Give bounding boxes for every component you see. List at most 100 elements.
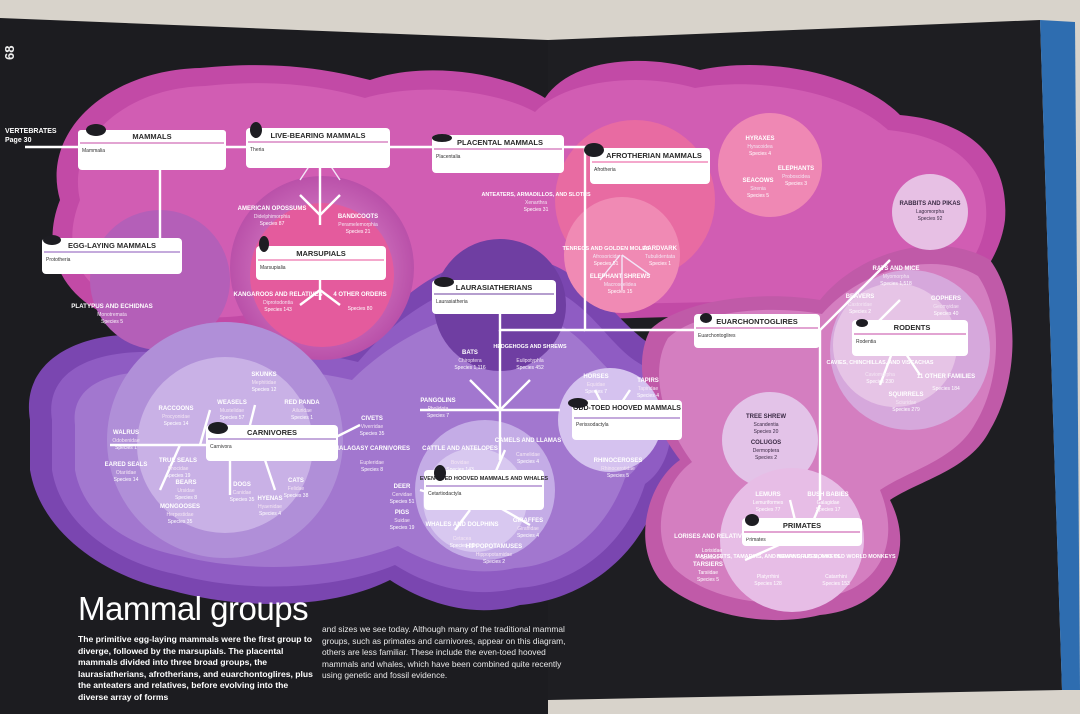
svg-text:Species 143: Species 143 bbox=[446, 467, 474, 473]
svg-text:AARDVARK: AARDVARK bbox=[643, 246, 678, 252]
svg-text:Hyracoidea: Hyracoidea bbox=[747, 144, 773, 150]
platypus-icon bbox=[43, 235, 61, 245]
svg-text:4 OTHER ORDERS: 4 OTHER ORDERS bbox=[333, 292, 386, 298]
svg-text:DEER: DEER bbox=[394, 484, 411, 490]
svg-text:Species 2: Species 2 bbox=[849, 309, 871, 315]
svg-text:Rhinocerotidae: Rhinocerotidae bbox=[601, 466, 635, 472]
svg-text:Species 279: Species 279 bbox=[892, 407, 920, 413]
svg-text:LAURASIATHERIANS: LAURASIATHERIANS bbox=[456, 283, 533, 292]
svg-text:Didelphimorphia: Didelphimorphia bbox=[254, 214, 290, 220]
antelope-icon bbox=[434, 465, 446, 481]
svg-text:Species 1: Species 1 bbox=[115, 445, 137, 451]
group-label-primates: PRIMATES Primates bbox=[742, 518, 862, 546]
svg-text:Bovidae: Bovidae bbox=[451, 460, 469, 466]
svg-text:MONGOOSES: MONGOOSES bbox=[160, 504, 200, 510]
group-label-marsupials: MARSUPIALS Marsupialia bbox=[256, 246, 386, 280]
group-label-egg-laying: EGG-LAYING MAMMALS Prototheria bbox=[42, 238, 182, 274]
svg-text:Species 35: Species 35 bbox=[168, 519, 193, 525]
hyrax-elephant-bubble bbox=[718, 113, 822, 217]
svg-text:TRUE SEALS: TRUE SEALS bbox=[159, 458, 197, 464]
svg-text:Hyaenidae: Hyaenidae bbox=[258, 504, 282, 510]
svg-text:Species 5: Species 5 bbox=[697, 577, 719, 583]
svg-text:Species 15: Species 15 bbox=[608, 289, 633, 295]
svg-text:Eupleridae: Eupleridae bbox=[360, 460, 384, 466]
svg-text:CARNIVORES: CARNIVORES bbox=[247, 428, 297, 437]
svg-text:Species 21: Species 21 bbox=[346, 229, 371, 235]
svg-text:Species 4: Species 4 bbox=[517, 459, 539, 465]
svg-text:Catarrhini: Catarrhini bbox=[825, 574, 847, 580]
svg-text:Cetartiodactyla: Cetartiodactyla bbox=[428, 491, 462, 497]
svg-text:WEASELS: WEASELS bbox=[217, 400, 247, 406]
svg-text:Species 143: Species 143 bbox=[264, 307, 292, 313]
svg-text:Ailuridae: Ailuridae bbox=[292, 408, 312, 414]
leaf-platypus: PLATYPUS AND ECHIDNASMonotremataSpecies … bbox=[71, 303, 152, 325]
tiger-icon bbox=[86, 124, 106, 136]
svg-text:Chiroptera: Chiroptera bbox=[458, 358, 482, 364]
svg-text:ELEPHANT SHREWS: ELEPHANT SHREWS bbox=[590, 274, 650, 280]
svg-text:Species 20: Species 20 bbox=[754, 429, 779, 435]
svg-text:Species 1: Species 1 bbox=[649, 261, 671, 267]
svg-text:Species 31: Species 31 bbox=[524, 207, 549, 213]
svg-text:Macroscelidea: Macroscelidea bbox=[604, 282, 636, 288]
page-title: Mammal groups bbox=[78, 590, 309, 627]
svg-text:Felidae: Felidae bbox=[288, 486, 305, 492]
svg-text:Cervidae: Cervidae bbox=[392, 492, 412, 498]
svg-text:PLACENTAL MAMMALS: PLACENTAL MAMMALS bbox=[457, 138, 543, 147]
svg-text:Xenarthra: Xenarthra bbox=[525, 200, 547, 206]
svg-text:Pholidota: Pholidota bbox=[428, 406, 449, 412]
kangaroo-icon bbox=[259, 236, 269, 252]
svg-text:BEARS: BEARS bbox=[175, 480, 196, 486]
svg-text:HIPPOPOTAMUSES: HIPPOPOTAMUSES bbox=[466, 544, 522, 550]
svg-text:Rodentia: Rodentia bbox=[856, 339, 876, 345]
svg-text:Species 19: Species 19 bbox=[390, 525, 415, 531]
svg-text:Laurasiatheria: Laurasiatheria bbox=[436, 299, 468, 305]
svg-text:Tarsiidae: Tarsiidae bbox=[698, 570, 718, 576]
svg-text:Species 51: Species 51 bbox=[390, 499, 415, 505]
svg-text:Odobenidae: Odobenidae bbox=[112, 438, 139, 444]
svg-text:Afrosoricida: Afrosoricida bbox=[593, 254, 620, 260]
svg-text:CATTLE AND ANTELOPES: CATTLE AND ANTELOPES bbox=[422, 446, 498, 452]
svg-text:PRIMATES: PRIMATES bbox=[783, 521, 821, 530]
svg-text:SQUIRRELS: SQUIRRELS bbox=[888, 392, 923, 398]
svg-text:RHINOCEROSES: RHINOCEROSES bbox=[594, 458, 643, 464]
leaf-labels: PLATYPUS AND ECHIDNASMonotremataSpecies … bbox=[71, 136, 975, 587]
svg-text:CIVETS: CIVETS bbox=[361, 416, 383, 422]
group-label-live-bearing: LIVE-BEARING MAMMALS Theria bbox=[246, 128, 390, 168]
svg-text:Species 5: Species 5 bbox=[747, 193, 769, 199]
svg-text:Species 87: Species 87 bbox=[260, 221, 285, 227]
svg-text:Theria: Theria bbox=[250, 147, 264, 153]
group-label-rodents: RODENTS Rodentia bbox=[852, 320, 968, 356]
svg-text:MALAGASY CARNIVORES: MALAGASY CARNIVORES bbox=[334, 446, 410, 452]
svg-text:BATS: BATS bbox=[462, 350, 478, 356]
svg-text:BANDICOOTS: BANDICOOTS bbox=[338, 214, 378, 220]
svg-text:RED PANDA: RED PANDA bbox=[284, 400, 320, 406]
svg-text:Ursidae: Ursidae bbox=[177, 488, 194, 494]
svg-text:Giraffidae: Giraffidae bbox=[517, 526, 539, 532]
group-label-placental: PLACENTAL MAMMALS Placentalia bbox=[432, 135, 564, 173]
svg-text:Species 5: Species 5 bbox=[101, 319, 123, 325]
group-label-laurasiatherians: LAURASIATHERIANS Laurasiatheria bbox=[432, 280, 556, 314]
svg-text:BEAVERS: BEAVERS bbox=[846, 294, 875, 300]
vertebrates-link[interactable]: VERTEBRATES Page 30 bbox=[5, 127, 57, 145]
svg-text:WHALES AND DOLPHINS: WHALES AND DOLPHINS bbox=[425, 522, 498, 528]
svg-text:Species 2: Species 2 bbox=[483, 559, 505, 565]
